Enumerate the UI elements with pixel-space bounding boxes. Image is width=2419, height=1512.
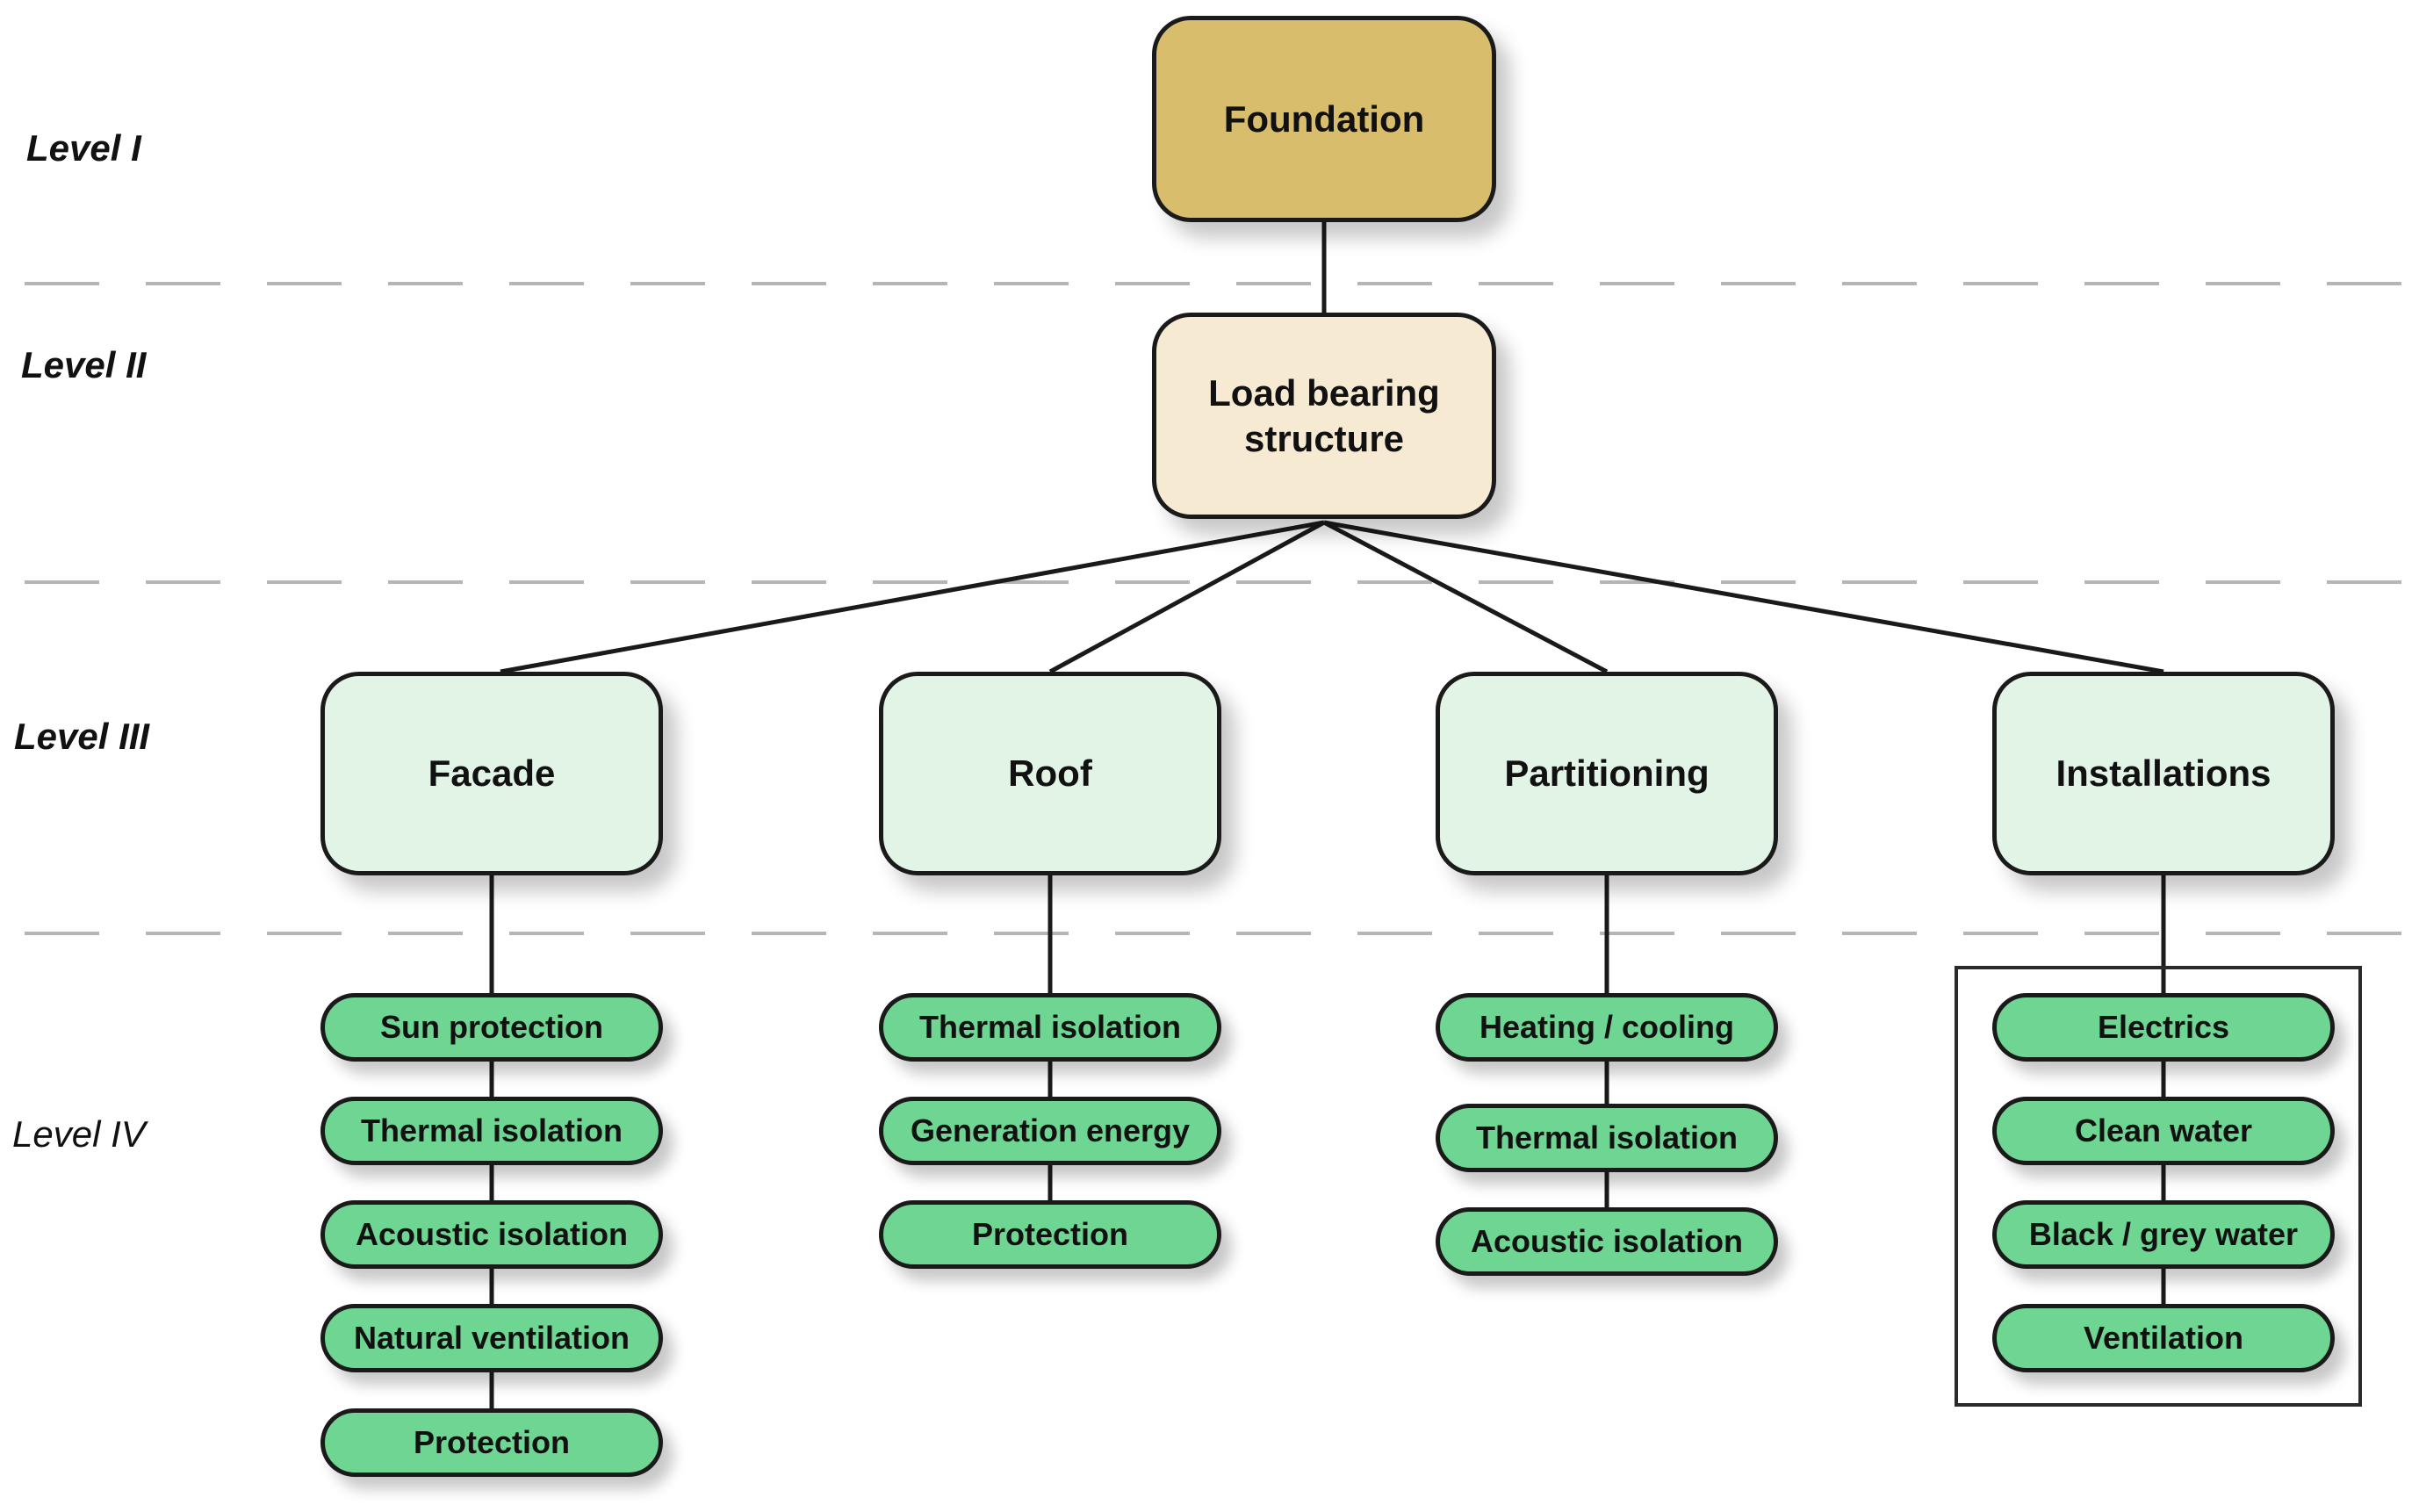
component-pill: Thermal isolation <box>320 1097 663 1165</box>
component-pill: Heating / cooling <box>1436 993 1778 1062</box>
component-pill: Thermal isolation <box>879 993 1221 1062</box>
category-node-roof: Roof <box>879 672 1221 875</box>
component-pill: Electrics <box>1992 993 2335 1062</box>
category-node-facade: Facade <box>320 672 663 875</box>
component-pill: Clean water <box>1992 1097 2335 1165</box>
connector-line <box>1048 520 1326 674</box>
connector-line <box>1322 520 1609 674</box>
component-pill: Acoustic isolation <box>320 1200 663 1269</box>
component-pill: Protection <box>879 1200 1221 1269</box>
component-pill: Natural ventilation <box>320 1304 663 1372</box>
foundation-node: Foundation <box>1152 16 1496 222</box>
load-bearing-structure-node: Load bearing structure <box>1152 313 1496 519</box>
component-pill: Ventilation <box>1992 1304 2335 1372</box>
category-node-partitioning: Partitioning <box>1436 672 1778 875</box>
component-pill: Generation energy <box>879 1097 1221 1165</box>
component-pill: Thermal isolation <box>1436 1104 1778 1172</box>
component-pill: Acoustic isolation <box>1436 1207 1778 1276</box>
connector-line <box>1323 520 2164 674</box>
level-label-4: Level IV <box>12 1113 146 1155</box>
component-pill: Protection <box>320 1408 663 1477</box>
level-label-2: Level II <box>21 344 147 385</box>
component-pill: Sun protection <box>320 993 663 1062</box>
level-dividers <box>25 282 2410 935</box>
connector-line <box>500 520 1325 674</box>
level-label-1: Level I <box>26 127 141 169</box>
level-label-3: Level III <box>14 716 150 757</box>
component-pill: Black / grey water <box>1992 1200 2335 1269</box>
installations-group-frame <box>1955 966 2362 1407</box>
category-node-installations: Installations <box>1992 672 2335 875</box>
